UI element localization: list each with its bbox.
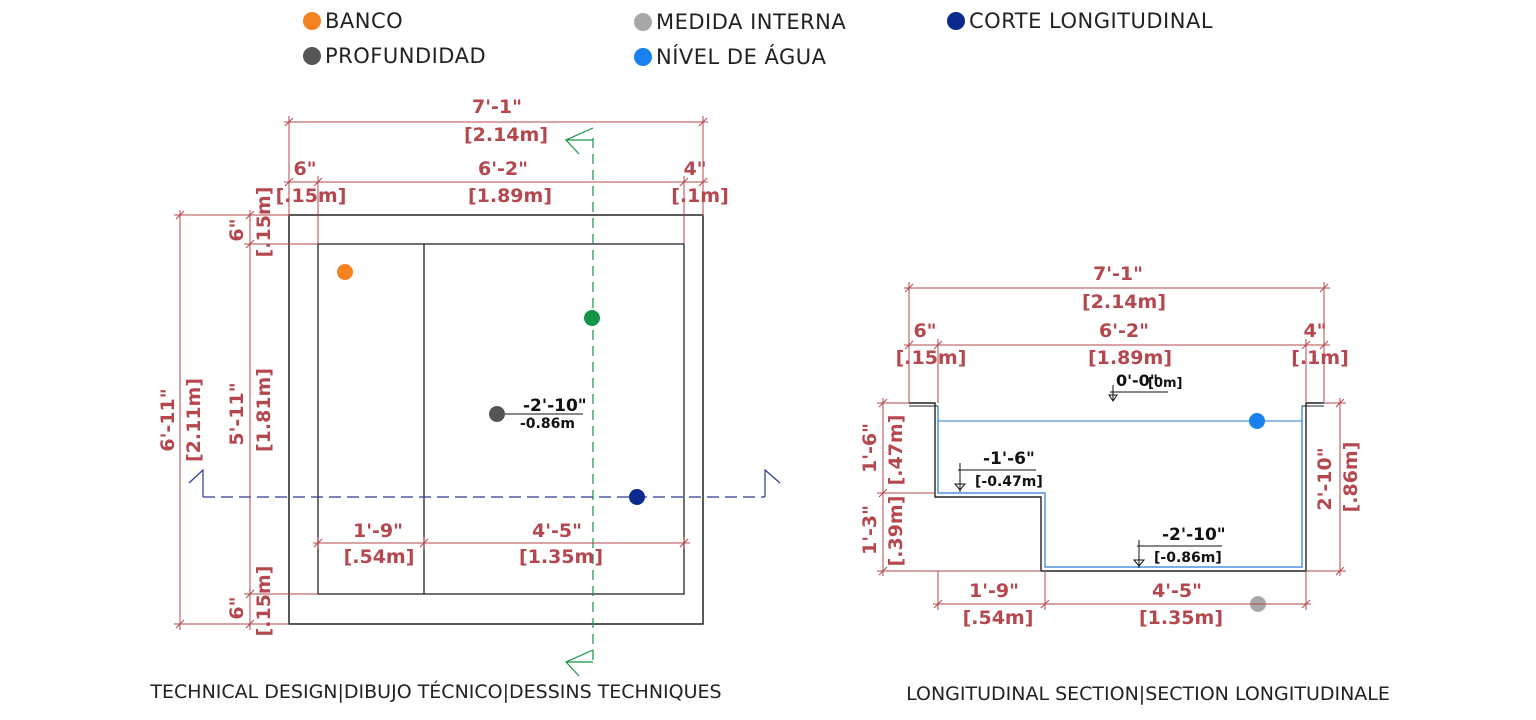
legend-label: PROFUNDIDAD bbox=[325, 44, 487, 68]
section-caption: LONGITUDINAL SECTION|SECTION LONGITUDINA… bbox=[906, 683, 1390, 705]
section-interior-width-ft: 6'-2" bbox=[1099, 320, 1149, 342]
section-arrow-bottom-icon bbox=[564, 649, 594, 677]
plan-pool-width-ft: 4'-5" bbox=[532, 520, 582, 542]
plan-total-length-m: [2.11m] bbox=[183, 378, 205, 462]
plan-total-width-ft: 7'-1" bbox=[472, 96, 522, 118]
section-bench-depth-m: [.47m] bbox=[885, 415, 907, 486]
section-left-wall-ft: 6" bbox=[913, 320, 936, 342]
corte-longitudinal-dot-icon bbox=[947, 12, 965, 30]
section-step-height-ft: 1'-3" bbox=[859, 505, 881, 555]
plan-top-wall-m: [.15m] bbox=[253, 187, 275, 258]
plan-interior-width-m: [1.89m] bbox=[468, 185, 552, 207]
legend-label: CORTE LONGITUDINAL bbox=[969, 9, 1214, 33]
section-top-level-m: [0m] bbox=[1148, 376, 1182, 391]
section-level-symbols bbox=[953, 385, 1222, 568]
banco-dot-icon bbox=[303, 12, 321, 30]
section-right-wall-ft: 4" bbox=[1303, 320, 1326, 342]
section-bench-level-m: [-0.47m] bbox=[975, 474, 1043, 490]
medida-interna-dot-icon bbox=[634, 13, 652, 31]
profundidad-marker bbox=[489, 406, 505, 422]
profundidad-dot-icon bbox=[303, 47, 321, 65]
plan-caption: TECHNICAL DESIGN|DIBUJO TÉCNICO|DESSINS … bbox=[149, 680, 721, 703]
plan-left-wall-m: [.15m] bbox=[276, 185, 347, 207]
nivel-agua-dot-icon bbox=[634, 48, 652, 66]
plan-bottom-wall-m: [.15m] bbox=[253, 566, 275, 637]
plan-top-wall-ft: 6" bbox=[226, 218, 248, 241]
section-left-wall-m: [.15m] bbox=[896, 347, 967, 369]
plan-interior-width-ft: 6'-2" bbox=[478, 158, 528, 180]
section-view: 0'-0" [0m] -1'-6" [-0.47m] -2'-10" [-0.8… bbox=[859, 263, 1390, 705]
legend-label: NÍVEL DE ÁGUA bbox=[656, 45, 827, 69]
corte-longitudinal-marker bbox=[629, 489, 645, 505]
section-wall-inner bbox=[937, 406, 1303, 568]
section-wall-outer bbox=[909, 402, 1324, 572]
plan-bench-width-m: [.54m] bbox=[344, 546, 415, 568]
section-bottom-level-ft: -2'-10" bbox=[1162, 525, 1226, 545]
banco-marker bbox=[337, 264, 353, 280]
legend-label: MEDIDA INTERNA bbox=[656, 10, 847, 34]
section-bench-width-ft: 1'-9" bbox=[969, 580, 1019, 602]
section-total-depth-ft: 2'-10" bbox=[1314, 447, 1336, 510]
section-top-level-ft: 0'-0" bbox=[1116, 371, 1158, 390]
nivel-agua-marker bbox=[1249, 413, 1265, 429]
section-total-width-ft: 7'-1" bbox=[1093, 263, 1143, 285]
legend-banco: BANCO bbox=[303, 9, 403, 33]
section-pool-width-m: [1.35m] bbox=[1139, 607, 1223, 629]
plan-pool-width-m: [1.35m] bbox=[519, 546, 603, 568]
section-interior-width-m: [1.89m] bbox=[1088, 347, 1172, 369]
section-bench-width-m: [.54m] bbox=[963, 607, 1034, 629]
section-bench-level-ft: -1'-6" bbox=[983, 449, 1035, 469]
section-arrow-top-icon bbox=[564, 127, 594, 155]
plan-view: -2'-10" -0.86m bbox=[149, 96, 781, 703]
section-pool-width-ft: 4'-5" bbox=[1152, 580, 1202, 602]
plan-left-wall-ft: 6" bbox=[293, 158, 316, 180]
legend-corte-longitudinal: CORTE LONGITUDINAL bbox=[947, 9, 1213, 33]
section-step-height-m: [.39m] bbox=[885, 496, 907, 567]
section-bottom-level-m: [-0.86m] bbox=[1154, 550, 1222, 566]
section-total-depth-m: [.86m] bbox=[1340, 442, 1362, 513]
plan-bench-width-ft: 1'-9" bbox=[353, 520, 403, 542]
legend-profundidad: PROFUNDIDAD bbox=[303, 44, 486, 68]
section-bench-depth-ft: 1'-6" bbox=[859, 423, 881, 473]
section-right-wall-m: [.1m] bbox=[1291, 347, 1349, 369]
section-arrow-left-icon bbox=[188, 468, 204, 497]
plan-depth-m: -0.86m bbox=[520, 416, 575, 432]
plan-bottom-wall-ft: 6" bbox=[226, 596, 248, 619]
plan-interior-length-ft: 5'-11" bbox=[226, 382, 248, 445]
plan-right-wall-ft: 4" bbox=[683, 158, 706, 180]
plan-interior bbox=[317, 243, 685, 595]
plan-total-length-ft: 6'-11" bbox=[157, 388, 179, 451]
section-arrow-right-icon bbox=[764, 468, 781, 497]
plan-interior-length-m: [1.81m] bbox=[253, 368, 275, 452]
legend-nivel-de-agua: NÍVEL DE ÁGUA bbox=[634, 45, 827, 69]
plan-depth-ft: -2'-10" bbox=[523, 396, 587, 416]
plan-dimension-lines bbox=[174, 116, 708, 630]
plan-right-wall-m: [.1m] bbox=[671, 185, 729, 207]
plan-total-width-m: [2.14m] bbox=[464, 124, 548, 146]
section-total-width-m: [2.14m] bbox=[1082, 291, 1166, 313]
legend-medida-interna: MEDIDA INTERNA bbox=[634, 10, 846, 34]
section-dimension-lines bbox=[877, 282, 1346, 610]
legend-label: BANCO bbox=[325, 9, 404, 33]
plan-outer-wall bbox=[288, 214, 704, 625]
section-marker bbox=[584, 310, 600, 326]
